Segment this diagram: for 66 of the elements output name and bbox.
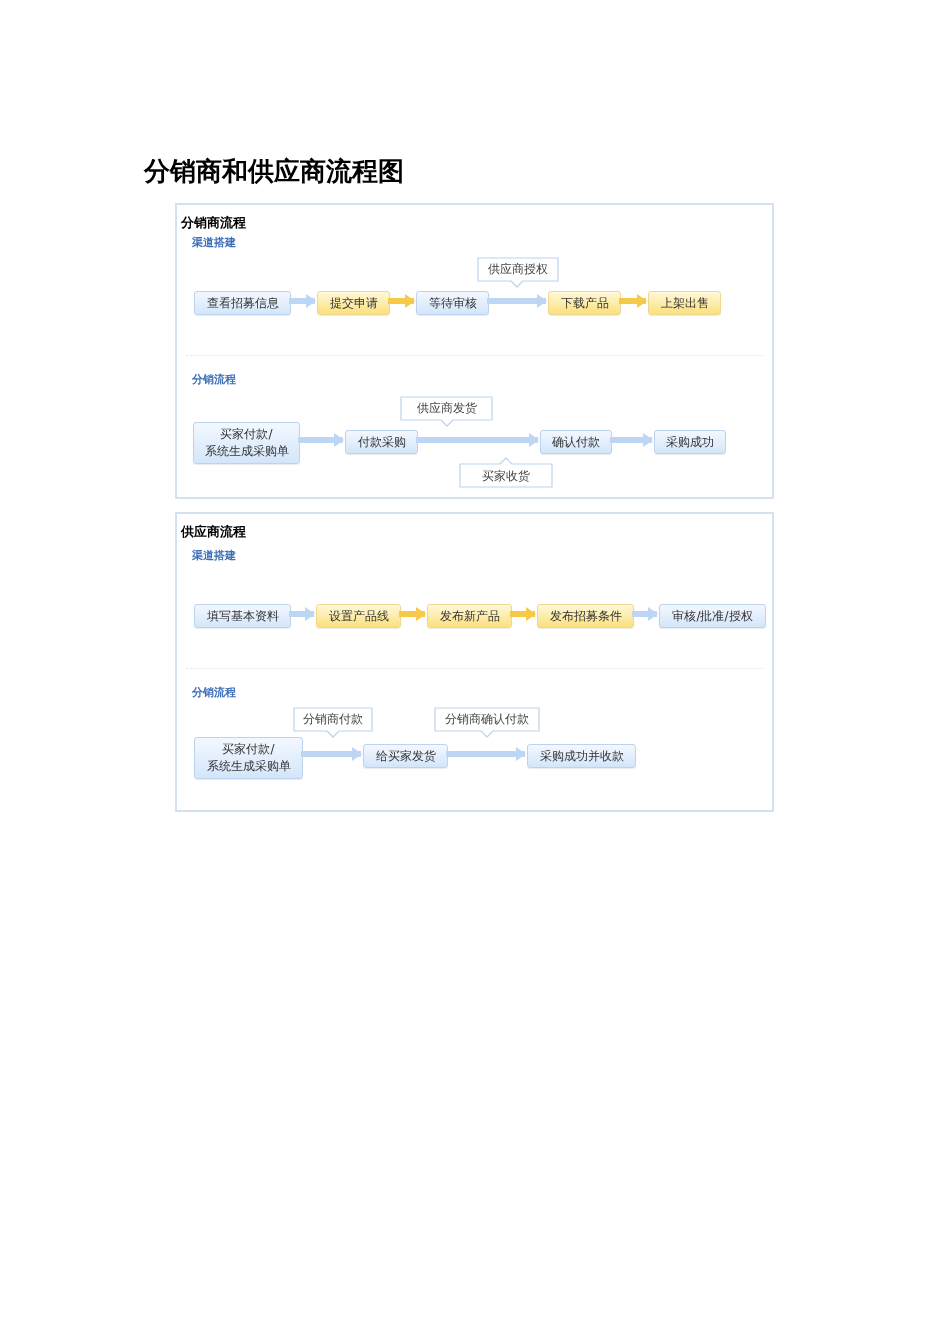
- process-box: [654, 430, 726, 454]
- box-label: 等待审核: [428, 295, 477, 312]
- arrow: [289, 607, 315, 621]
- process-box: [363, 744, 448, 768]
- process-box: [537, 604, 634, 628]
- arrow: [388, 294, 415, 308]
- title: 分销商和供应商流程图: [144, 155, 404, 188]
- callout-bubble: [433, 707, 541, 738]
- process-box: [427, 604, 512, 628]
- callout-bubble: [292, 707, 374, 738]
- box-label: 发布新产品: [439, 608, 500, 625]
- arrow: [416, 433, 539, 447]
- box-label: 买家收货: [482, 468, 530, 485]
- process-box: [194, 737, 303, 779]
- box-label: 给买家发货: [375, 748, 436, 765]
- panel: [175, 512, 774, 812]
- box-label: 设置产品线: [328, 608, 389, 625]
- box-label: 买家付款/系统生成采购单: [206, 741, 291, 775]
- arrow: [298, 433, 344, 447]
- box-label: 买家付款/系统生成采购单: [204, 426, 289, 460]
- arrow: [301, 747, 362, 761]
- box-label: 查看招募信息: [206, 295, 279, 312]
- process-box: [317, 291, 390, 315]
- box-label: 下载产品: [560, 295, 609, 312]
- box-label: 分销商确认付款: [445, 711, 529, 728]
- process-box: [194, 604, 291, 628]
- box-label: 上架出售: [660, 295, 709, 312]
- process-box: [193, 422, 300, 464]
- arrow: [510, 607, 536, 621]
- section-heading: 分销流程: [192, 372, 236, 388]
- arrow: [619, 294, 647, 308]
- section-heading: 渠道搭建: [192, 235, 236, 251]
- arrow: [289, 294, 316, 308]
- panel-heading: 分销商流程: [181, 214, 246, 232]
- process-box: [194, 291, 291, 315]
- process-box: [316, 604, 401, 628]
- callout-bubble: [476, 257, 560, 288]
- process-box: [416, 291, 489, 315]
- box-label: 付款采购: [357, 434, 406, 451]
- process-box: [659, 604, 766, 628]
- process-box: [540, 430, 612, 454]
- box-label: 供应商授权: [488, 261, 548, 278]
- panel: [175, 203, 774, 499]
- arrow: [487, 294, 547, 308]
- box-label: 供应商发货: [416, 400, 477, 417]
- box-label: 审核/批准/授权: [672, 608, 753, 625]
- callout-bubble: [458, 457, 554, 488]
- process-box: [527, 744, 636, 768]
- arrow: [632, 607, 658, 621]
- box-label: 采购成功: [666, 434, 714, 451]
- arrow: [446, 747, 526, 761]
- process-box: [548, 291, 621, 315]
- process-box: [648, 291, 721, 315]
- section-heading: 分销流程: [192, 685, 236, 701]
- box-label: 发布招募条件: [549, 608, 622, 625]
- callout-bubble: [399, 396, 494, 427]
- box-label: 确认付款: [552, 434, 600, 451]
- section-heading: 渠道搭建: [192, 548, 236, 564]
- box-label: 采购成功并收款: [539, 748, 624, 765]
- panel-heading: 供应商流程: [181, 523, 246, 541]
- box-label: 提交申请: [329, 295, 378, 312]
- box-label: 填写基本资料: [206, 608, 279, 625]
- arrow: [610, 433, 653, 447]
- arrow: [399, 607, 426, 621]
- box-label: 分销商付款: [303, 711, 363, 728]
- process-box: [345, 430, 418, 454]
